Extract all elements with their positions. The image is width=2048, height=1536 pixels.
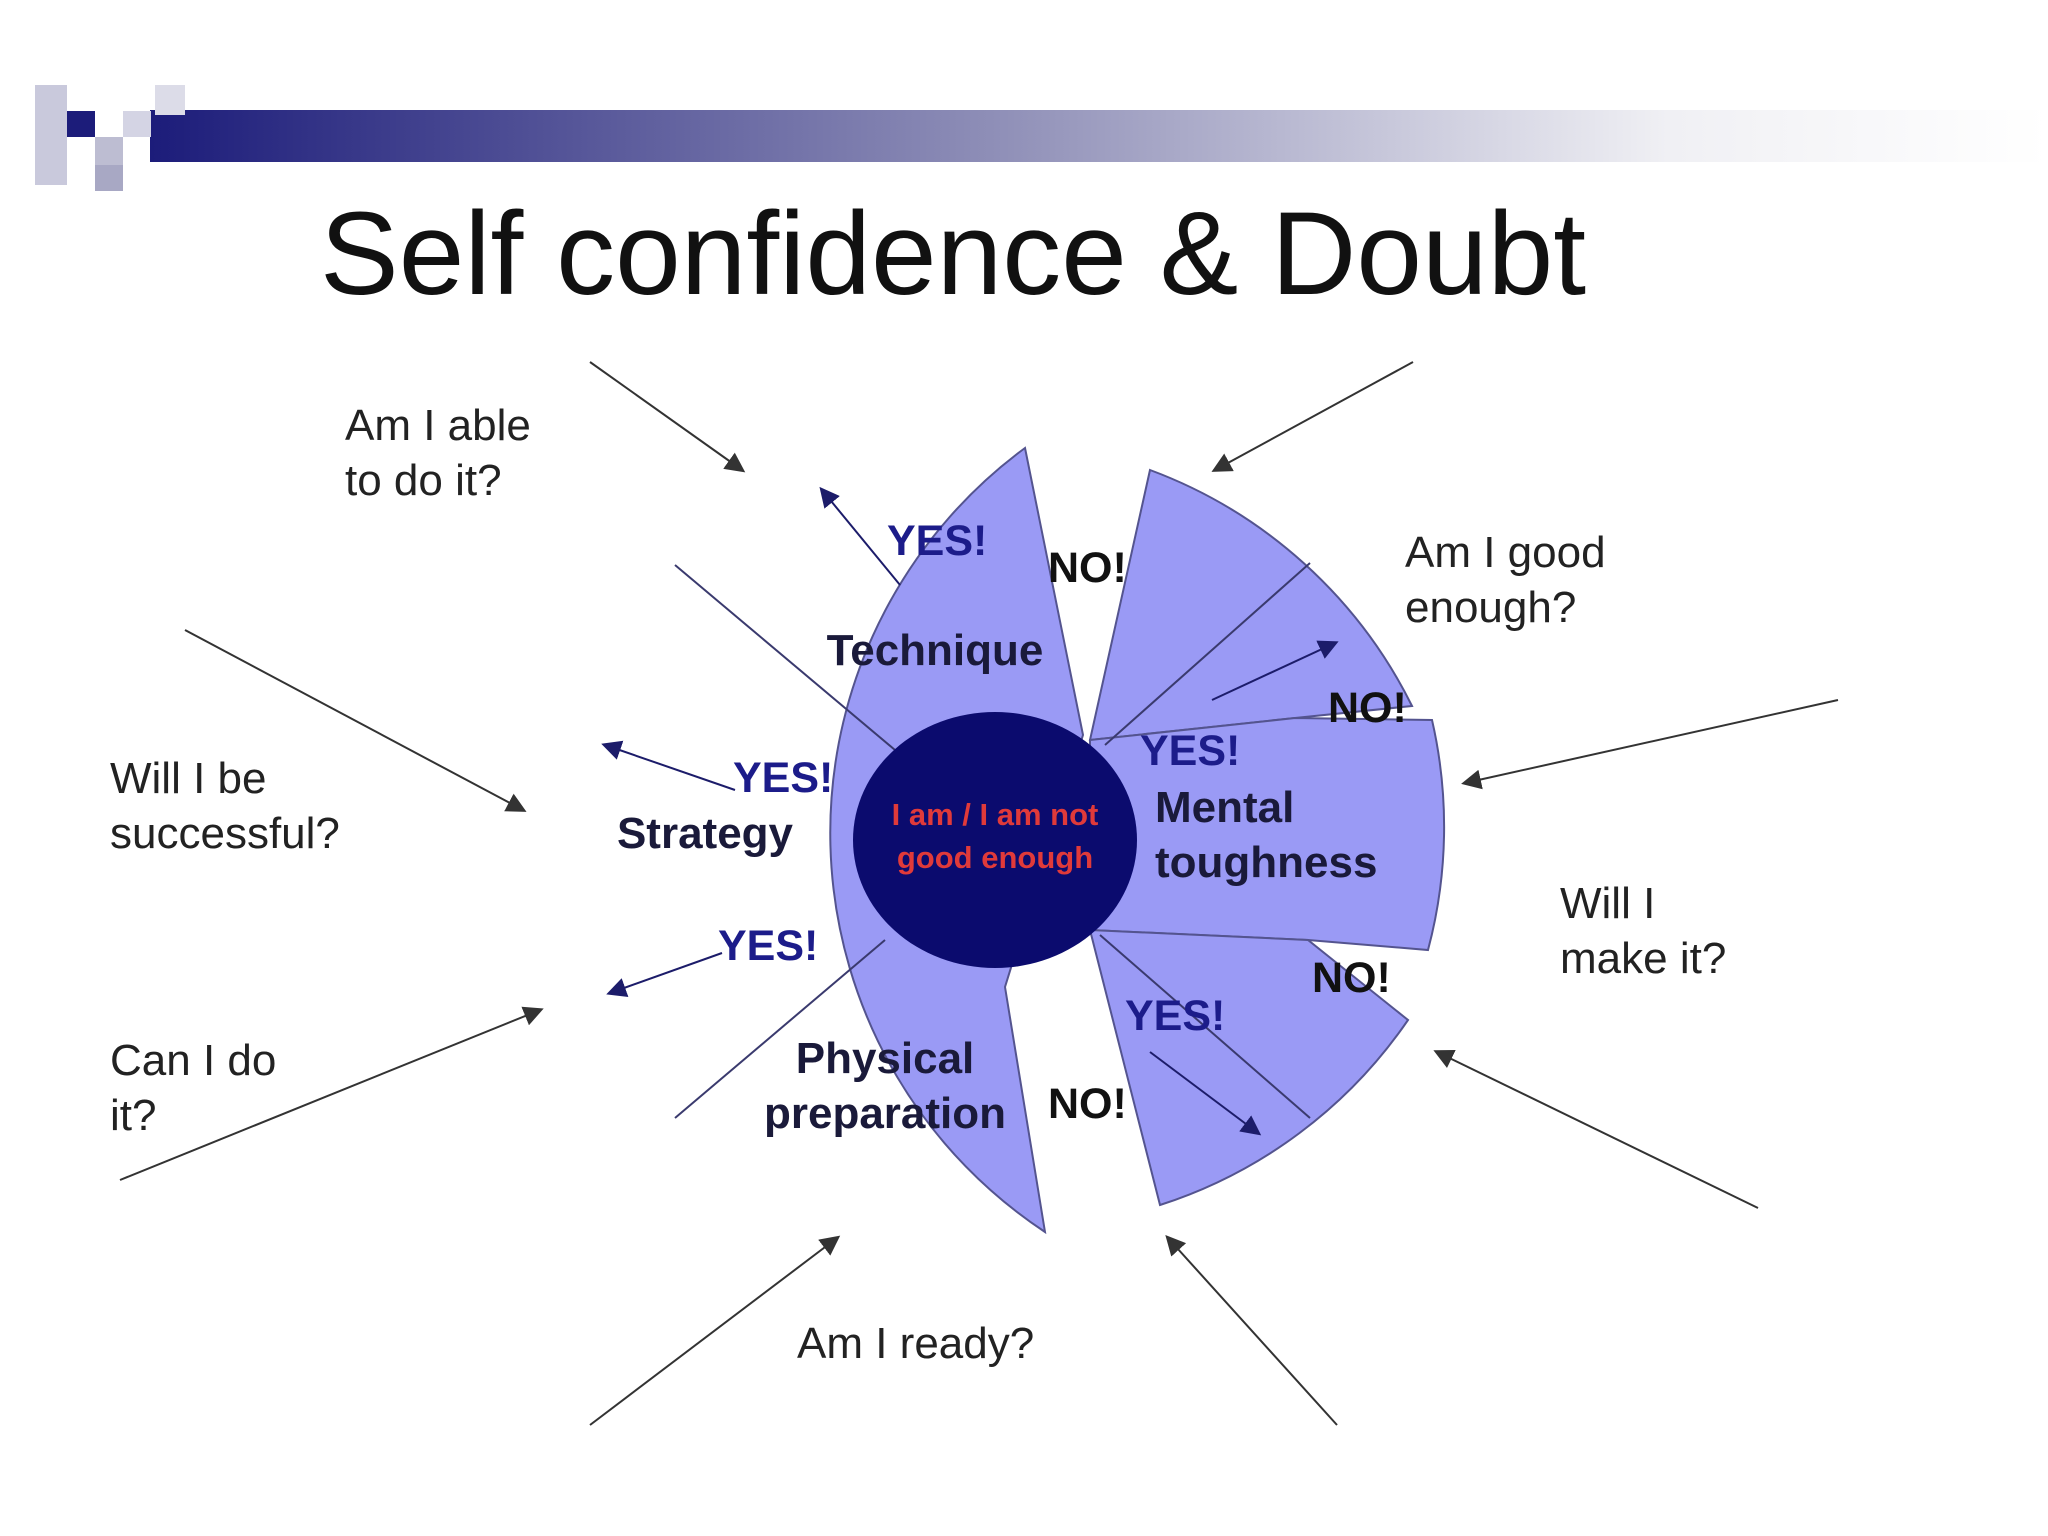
text-line: preparation [764,1089,1006,1138]
yes-label: YES! [718,922,818,970]
yes-label: YES! [887,517,987,565]
segment-label-physical: Physical preparation [764,1034,1006,1138]
segment-label-mental: Mental toughness [1155,783,1377,887]
text-line: toughness [1155,838,1377,887]
text-line: Will I be [110,754,266,803]
question-good-enough: Am I good enough? [1405,528,1606,632]
yes-label: YES! [733,754,833,802]
slide-title: Self confidence & Doubt [320,188,1587,320]
no-label: NO! [1328,684,1407,732]
question-ready: Am I ready? [797,1319,1034,1368]
header-square [67,111,95,137]
text-line: Can I do [110,1036,276,1085]
no-label: NO! [1312,954,1391,1002]
question-able: Am I able to do it? [345,401,531,505]
no-label: NO! [1048,544,1127,592]
text-line: successful? [110,809,340,858]
text-line: Am I good [1405,528,1606,577]
text-line: to do it? [345,456,502,505]
yes-arrow [606,952,723,998]
divider-line [1099,934,1311,1119]
mental-middle-segment [1089,716,1446,952]
header-gradient-bar [150,110,2048,162]
header-decoration [35,85,2048,191]
header-square [35,85,67,185]
question-make-it: Will I make it? [1560,879,1726,983]
header-square [95,165,123,191]
divider-line [674,939,886,1119]
doubt-arrow [1211,361,1414,472]
question-successful: Will I be successful? [110,754,340,858]
text-line: make it? [1560,934,1726,983]
doubt-arrow [1461,699,1839,790]
mental-top-segment [1088,468,1414,742]
yes-label: YES! [1125,992,1225,1040]
yes-arrow [1149,1051,1262,1136]
header-square [155,85,185,115]
question-can-do: Can I do it? [110,1036,276,1140]
core-circle [853,712,1137,968]
doubt-arrow [1165,1235,1338,1426]
doubt-arrow [589,361,746,473]
text-line: Am I able [345,401,531,450]
doubt-arrow [184,629,527,812]
doubt-arrow [589,1235,841,1426]
doubt-arrow [1433,1049,1759,1209]
yes-arrow [819,486,901,586]
yes-arrow [601,740,736,791]
segment-label-strategy: Strategy [617,809,794,858]
mental-bottom-segment [1088,928,1410,1207]
divider-line [1104,562,1311,746]
core-text-line2: good enough [897,840,1093,875]
text-line: it? [110,1091,156,1140]
divider-line [674,564,896,751]
text-line: Physical [796,1034,975,1083]
no-label: NO! [1048,1080,1127,1128]
yes-label: YES! [1140,727,1240,775]
doubt-arrow [119,1006,544,1181]
text-line: enough? [1405,583,1576,632]
text-line: Will I [1560,879,1655,928]
header-square [123,111,151,137]
segment-label-technique: Technique [827,626,1044,675]
text-line: Mental [1155,783,1294,832]
core-text-line1: I am / I am not [892,797,1099,832]
yes-arrow [1211,640,1339,701]
